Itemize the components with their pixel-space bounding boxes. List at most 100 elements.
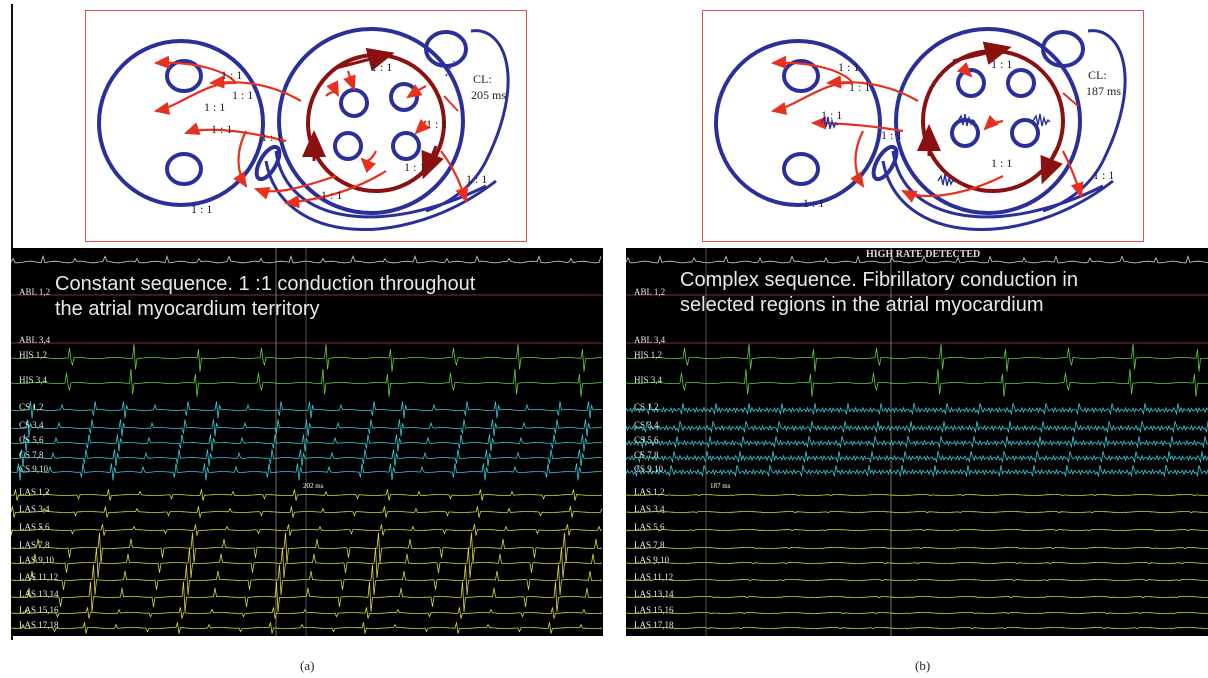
left-chamber	[97, 39, 265, 207]
channel-trace	[626, 494, 1208, 497]
ecg-trace	[626, 255, 1208, 264]
panel-b: 1 : 1 1 : 1 1 : 1 1 : 1 1 : 1 1 : 1 1 : …	[620, 0, 1208, 678]
channel-trace	[626, 529, 1208, 532]
svg-text:205 ms: 205 ms	[471, 88, 506, 102]
channel-trace	[11, 564, 603, 596]
cycle-length-measure: 202 ms	[303, 482, 324, 490]
channel-label: ABL 3,4	[634, 335, 666, 345]
channel-trace	[11, 368, 602, 397]
svg-text:1 : 1: 1 : 1	[849, 80, 870, 94]
svg-text:1 : 1: 1 : 1	[232, 88, 253, 102]
svg-text:1 : 1: 1 : 1	[404, 160, 425, 174]
channel-label: CS 1,2	[634, 402, 659, 412]
channel-trace	[626, 343, 1208, 372]
atrial-schematic-b: 1 : 1 1 : 1 1 : 1 1 : 1 1 : 1 1 : 1 1 : …	[714, 27, 1127, 231]
ep-traces-b	[626, 248, 1208, 636]
channel-label: CS 9,10	[19, 464, 49, 474]
channel-label: CS 7,8	[634, 450, 659, 460]
channel-label: LAS 15,16	[19, 605, 59, 615]
svg-text:1 : 1: 1 : 1	[838, 60, 859, 74]
channel-trace	[11, 622, 603, 634]
channel-trace	[11, 506, 603, 518]
channel-trace	[626, 368, 1208, 397]
cycle-length-measure: 187 ms	[710, 482, 731, 490]
channel-trace	[11, 463, 602, 481]
panel-label-b: (b)	[915, 658, 931, 673]
channel-trace	[11, 489, 603, 501]
channel-label: CS 5,6	[19, 435, 44, 445]
ep-recording-b: HIGH RATE DETECTED Complex sequence. Fib…	[626, 248, 1208, 636]
channel-trace	[626, 421, 1208, 434]
channel-trace	[626, 547, 1208, 550]
channel-label: LAS 7,8	[634, 540, 665, 550]
channel-label: HIS 1,2	[19, 350, 48, 360]
ep-recording-a: Constant sequence. 1 :1 conduction throu…	[11, 248, 603, 636]
svg-text:1 : 1: 1 : 1	[821, 108, 842, 122]
channel-label: LAS 5,6	[19, 522, 50, 532]
channel-trace	[626, 511, 1208, 514]
channel-label: LAS 3,4	[19, 504, 50, 514]
channel-label: CS 1,2	[19, 402, 44, 412]
panel-a: 1 : 1 1 : 1 1 : 1 1 : 1 1 : 1 1 : 1 1 : …	[5, 0, 605, 678]
channel-label: ABL 1,2	[19, 287, 51, 297]
channel-trace	[11, 401, 602, 419]
svg-text:1 : 1: 1 : 1	[261, 130, 282, 144]
channel-label: LAS 7,8	[19, 540, 50, 550]
svg-text:187 ms: 187 ms	[1086, 84, 1121, 98]
channel-trace	[626, 596, 1208, 599]
channel-label: LAS 13,14	[19, 589, 59, 599]
svg-text:1 : 1: 1 : 1	[991, 57, 1012, 71]
channel-label: HIS 3,4	[19, 375, 48, 385]
channel-label: LAS 13,14	[634, 589, 674, 599]
ep-traces-a	[11, 248, 603, 636]
svg-text:1 : 1: 1 : 1	[191, 202, 212, 216]
channel-label: LAS 3,4	[634, 504, 665, 514]
svg-text:CL:: CL:	[473, 72, 492, 86]
svg-text:1 : 1: 1 : 1	[211, 122, 232, 136]
svg-text:1 : 1: 1 : 1	[1093, 168, 1114, 182]
channel-label: LAS 11,12	[19, 572, 59, 582]
channel-trace	[626, 403, 1208, 416]
channel-label: LAS 1,2	[19, 487, 50, 497]
channel-trace	[626, 436, 1208, 449]
svg-text:1 : 1: 1 : 1	[991, 156, 1012, 170]
channel-label: ABL 3,4	[19, 335, 51, 345]
channel-label: LAS 19,20	[634, 635, 674, 636]
channel-label: LAS 15,16	[634, 605, 674, 615]
channel-trace	[11, 419, 602, 437]
channel-trace	[626, 451, 1208, 464]
channel-trace	[11, 343, 602, 372]
channel-label: CS 9,10	[634, 464, 664, 474]
svg-text:1 : 1: 1 : 1	[221, 68, 242, 82]
atrial-schematic-a: 1 : 1 1 : 1 1 : 1 1 : 1 1 : 1 1 : 1 1 : …	[97, 27, 510, 231]
svg-text:1 : 1: 1 : 1	[466, 172, 487, 186]
high-rate-banner: HIGH RATE DETECTED	[866, 249, 981, 260]
svg-text:1 : 1: 1 : 1	[321, 188, 342, 202]
channel-label: LAS 19,20	[19, 635, 59, 636]
atrial-diagram-b: 1 : 1 1 : 1 1 : 1 1 : 1 1 : 1 1 : 1 1 : …	[702, 10, 1144, 242]
channel-label: LAS 11,12	[634, 572, 674, 582]
channel-label: CS 5,6	[634, 435, 659, 445]
svg-text:1 : 1: 1 : 1	[371, 60, 392, 74]
channel-label: ABL 1,2	[634, 287, 666, 297]
channel-label: HIS 1,2	[634, 350, 663, 360]
channel-label: LAS 1,2	[634, 487, 665, 497]
channel-label: LAS 9,10	[19, 555, 55, 565]
channel-label: LAS 17,18	[634, 620, 674, 630]
channel-trace	[626, 579, 1208, 582]
channel-trace	[11, 532, 603, 564]
svg-text:1 : 1: 1 : 1	[204, 100, 225, 114]
channel-trace	[11, 434, 602, 452]
panel-label-a: (a)	[300, 658, 315, 673]
channel-trace	[626, 612, 1208, 615]
atrial-diagram-a: 1 : 1 1 : 1 1 : 1 1 : 1 1 : 1 1 : 1 1 : …	[85, 10, 527, 242]
svg-text:1 : 1: 1 : 1	[803, 196, 824, 210]
ep-caption: Complex sequence. Fibrillatory conductio…	[680, 269, 1078, 316]
channel-label: LAS 9,10	[634, 555, 670, 565]
svg-text:1 : 1: 1 : 1	[881, 128, 902, 142]
svg-text:CL:: CL:	[1088, 68, 1107, 82]
channel-trace	[626, 562, 1208, 565]
channel-trace	[11, 547, 603, 579]
channel-trace	[11, 607, 603, 619]
channel-label: LAS 17,18	[19, 620, 59, 630]
